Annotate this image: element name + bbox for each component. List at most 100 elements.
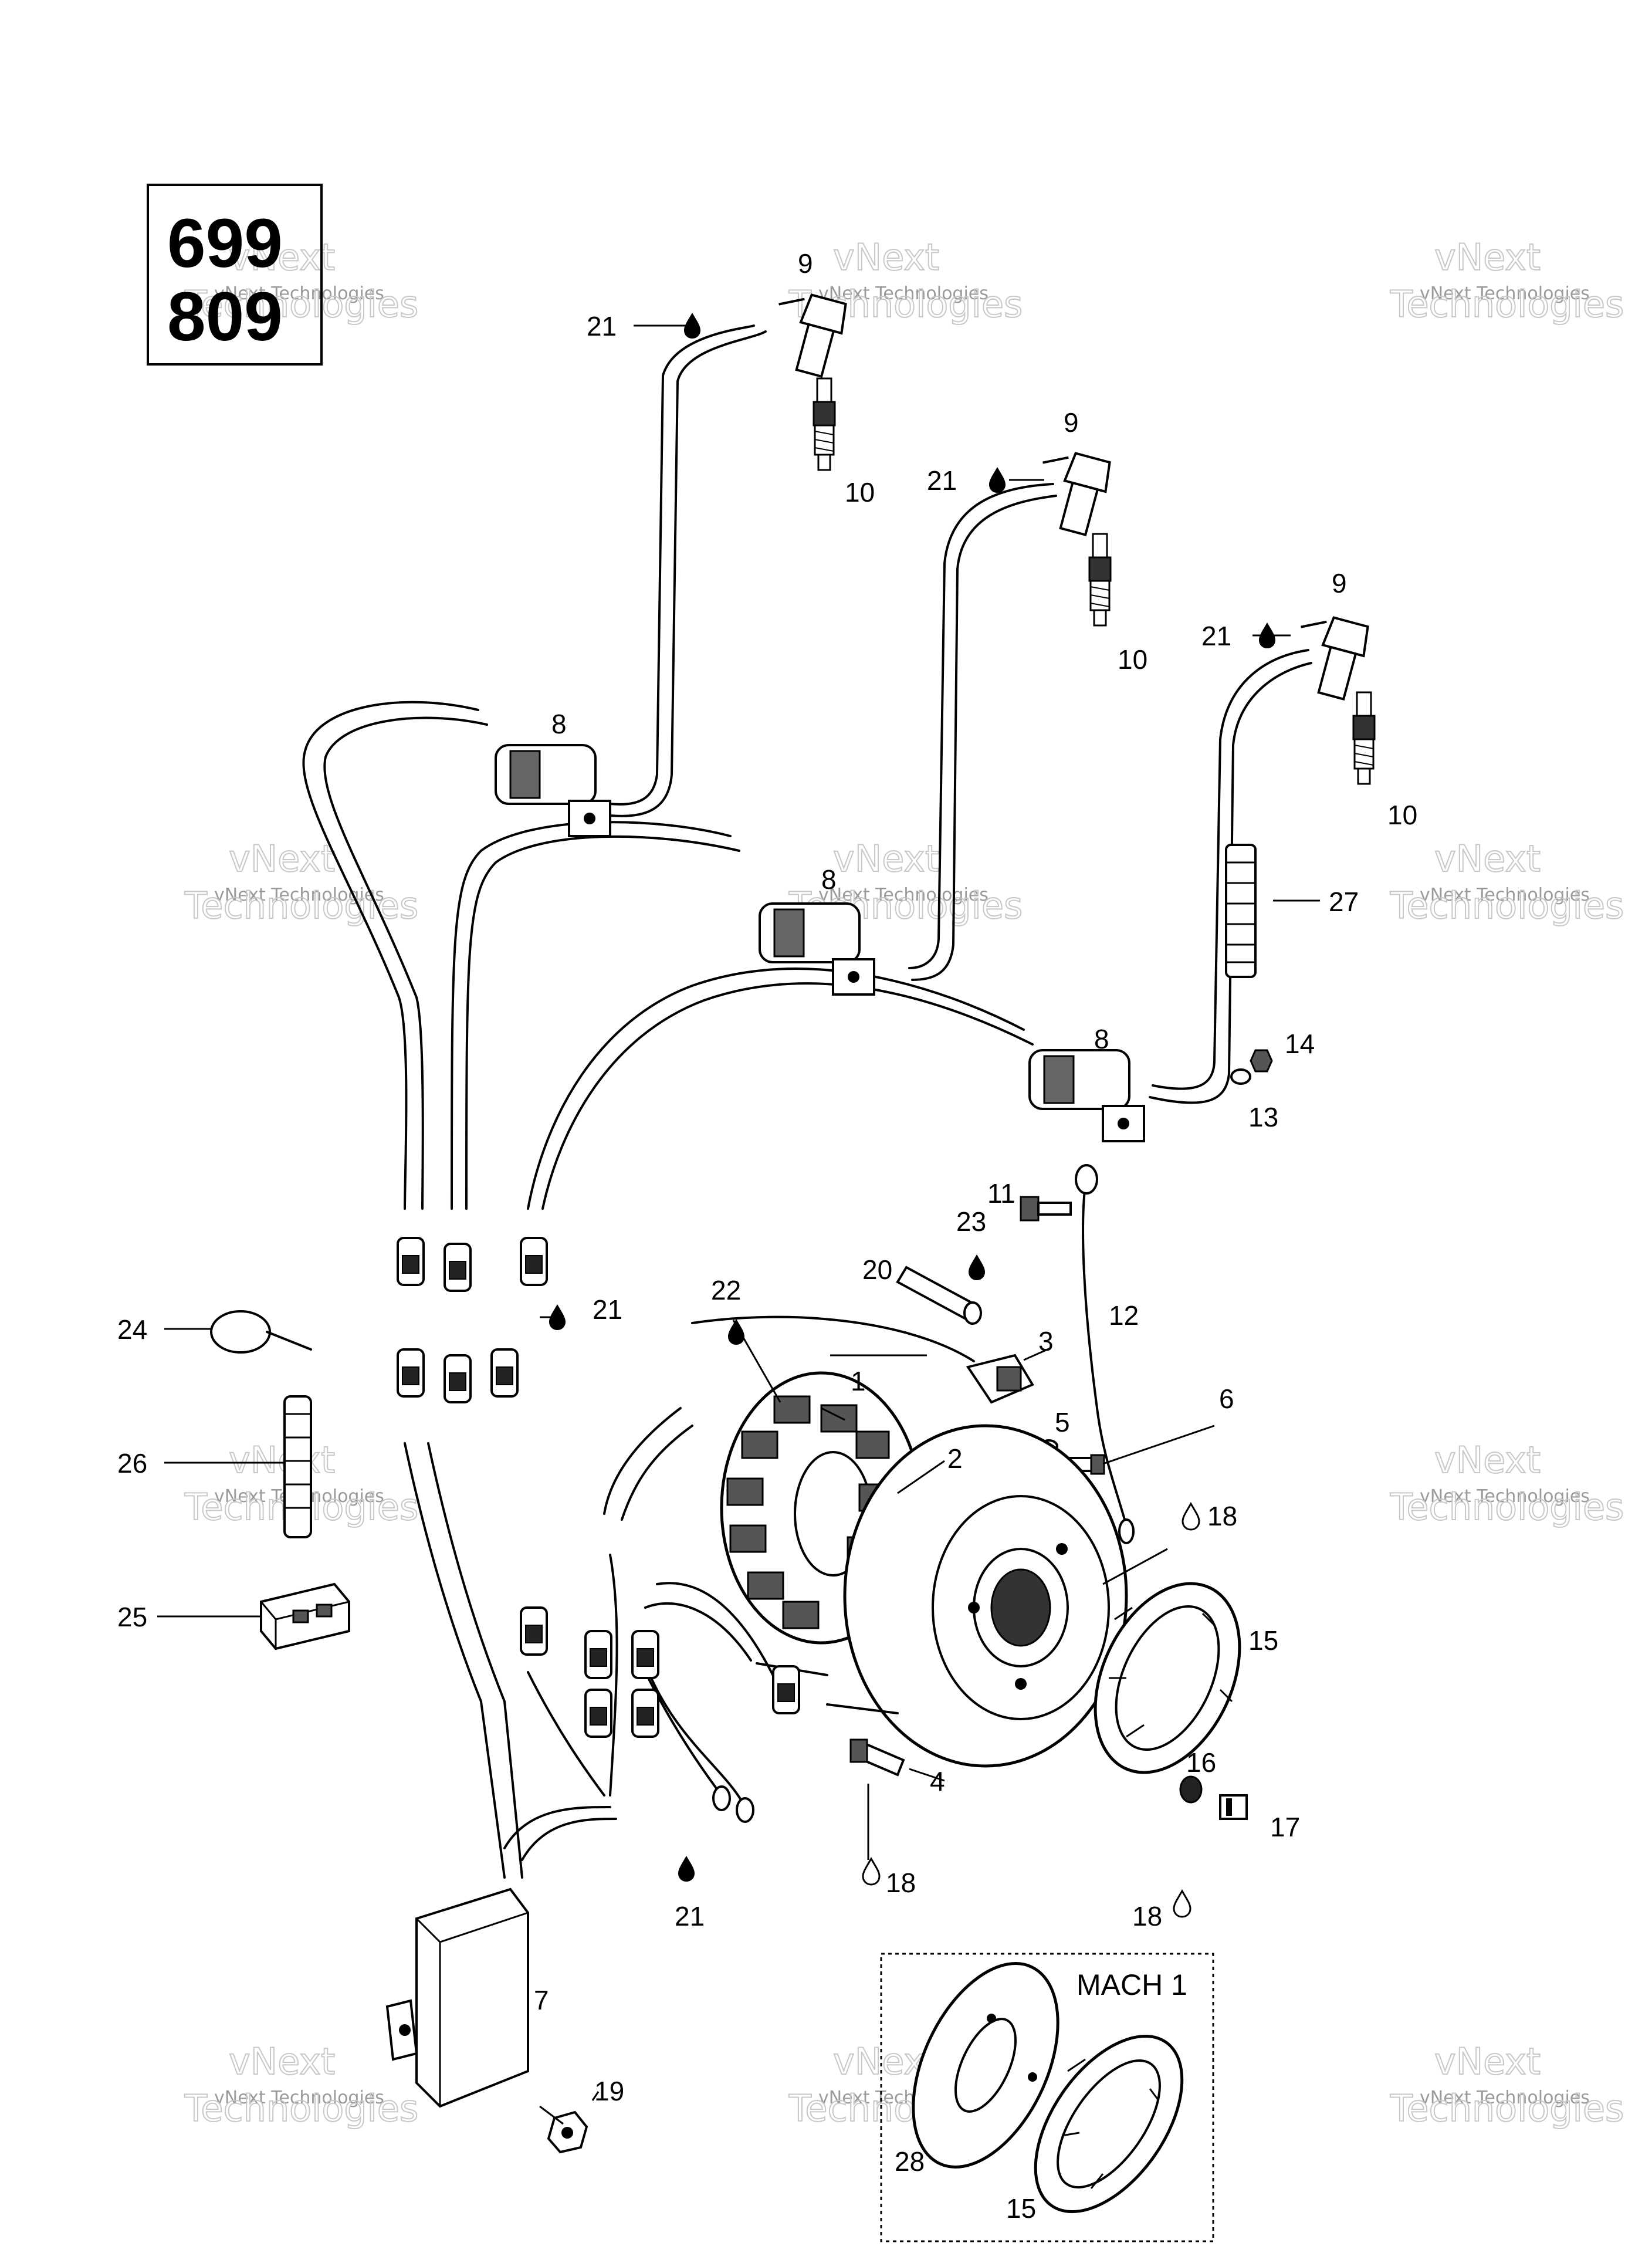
cable-tie	[210, 1310, 312, 1354]
callout-18: 18	[886, 1868, 916, 1898]
callout-17: 17	[1270, 1812, 1300, 1842]
spark-plug-cap-2	[1026, 444, 1115, 539]
callout-21: 21	[587, 311, 617, 341]
ignition-coil-2	[759, 902, 875, 996]
lubricant-drop-icon	[1173, 1890, 1191, 1918]
watermark-top-right: vNext Technologies vNext Technologies	[1389, 235, 1624, 326]
nut-19	[547, 2110, 588, 2154]
callout-10: 10	[1387, 800, 1417, 830]
screw-11	[1020, 1196, 1072, 1222]
watermark-text: vNext Technologies	[818, 283, 989, 304]
harness-connector-10	[584, 1689, 612, 1738]
watermark-mid1-right: vNext Technologies vNext Technologies	[1389, 837, 1624, 928]
watermark-text: vNext	[229, 236, 335, 279]
callout-10: 10	[1118, 644, 1147, 675]
watermark-text: Technologies	[1390, 2087, 1624, 2130]
spark-plug-cable-2	[908, 483, 1054, 969]
harness-connector-8	[584, 1630, 612, 1679]
spark-plug-1	[813, 377, 836, 471]
watermark-text: vNext Technologies	[1420, 885, 1590, 905]
trigger-plate	[912, 1962, 1059, 2169]
callout-27: 27	[1329, 887, 1359, 917]
callout-13: 13	[1248, 1102, 1278, 1132]
lubricant-drop-icon	[549, 1304, 566, 1330]
watermark-text: vNext Technologies	[214, 283, 384, 304]
callout-20: 20	[862, 1254, 892, 1285]
watermark-text: vNext Technologies	[214, 2088, 384, 2108]
model-number-box: 699 809	[147, 184, 323, 366]
harness-connector-5	[444, 1354, 472, 1403]
callout-23: 23	[956, 1206, 986, 1237]
lubricant-drop-icon	[969, 1254, 985, 1280]
watermark-text: vNext	[229, 2040, 335, 2083]
callout-9: 9	[1332, 568, 1347, 598]
callout-8: 8	[821, 864, 837, 895]
washer-16	[1179, 1775, 1203, 1804]
coil-lead-3-outer	[541, 982, 1034, 1210]
callout-7: 7	[534, 1985, 549, 2015]
callouts: 9 21 10 9 21 10 9 21 10 8 8 8 27 14 13 1…	[117, 248, 1417, 2224]
watermark-text: vNext	[229, 1439, 335, 1481]
lubricant-drop-icon	[728, 1319, 744, 1345]
watermark-text: Technologies	[1390, 884, 1624, 927]
watermark-bottom-left: vNext Technologies vNext Technologies	[184, 2039, 419, 2130]
lubricant-drop-icon	[678, 1856, 695, 1882]
spark-plug-cable-1	[609, 324, 755, 806]
callout-19: 19	[594, 2076, 624, 2106]
screw-4	[849, 1738, 905, 1860]
coil-lead-1	[302, 701, 479, 1210]
lubricant-drop-icon	[1259, 623, 1275, 648]
callout-1: 1	[851, 1366, 866, 1396]
callout-15: 15	[1248, 1625, 1278, 1656]
mach1-starter-cup	[1034, 2034, 1184, 2214]
spark-plug-3	[1352, 691, 1376, 785]
watermark-text: vNext Technologies	[1420, 283, 1590, 304]
spark-plug-cable-1-outer	[609, 330, 767, 817]
callout-6: 6	[1219, 1383, 1234, 1414]
callout-14: 14	[1285, 1029, 1315, 1059]
lubricant-drop-icon	[989, 467, 1006, 493]
callout-11: 11	[987, 1178, 1015, 1209]
callout-18: 18	[1132, 1901, 1162, 1931]
callout-25: 25	[117, 1602, 147, 1632]
callout-10: 10	[845, 477, 875, 508]
lock-washer	[1230, 1068, 1251, 1085]
watermarks: vNext Technologies vNext Technologies vN…	[184, 235, 1624, 2130]
watermark-text: vNext	[1434, 2040, 1541, 2083]
callout-5: 5	[1055, 1407, 1070, 1437]
watermark-text: vNext	[1434, 837, 1541, 880]
cdi-module	[385, 1887, 529, 2108]
model-number-699: 699	[167, 205, 283, 282]
callout-21: 21	[593, 1294, 622, 1325]
watermark-text: vNext Technologies	[818, 885, 989, 905]
lubricant-drop-icon	[684, 313, 700, 339]
coil-lead-2-outer	[465, 835, 740, 1210]
coil-lead-2	[451, 821, 732, 1210]
callout-18: 18	[1207, 1501, 1237, 1531]
harness-connector-6	[490, 1348, 519, 1398]
spark-plug-cable-3-outer	[1149, 662, 1312, 1104]
watermark-text: vNext Technologies	[1420, 2088, 1590, 2108]
harness-connector-9	[631, 1630, 659, 1679]
watermark-text: Technologies	[184, 283, 418, 326]
callout-3: 3	[1038, 1326, 1054, 1356]
watermark-text: vNext	[833, 837, 939, 880]
harness-connector-4	[397, 1348, 425, 1398]
callout-16: 16	[1186, 1747, 1216, 1778]
ignition-coil-1	[495, 744, 611, 837]
watermark-text: vNext	[833, 236, 939, 279]
coil-lead-3	[527, 967, 1025, 1210]
inset-title: MACH 1	[1076, 1968, 1187, 2001]
spark-plug-2	[1088, 533, 1112, 627]
harness-connector-2	[444, 1243, 472, 1292]
callout-8: 8	[1094, 1024, 1109, 1054]
spark-plug-cap-3	[1284, 608, 1373, 703]
connector-housing	[260, 1582, 350, 1650]
flywheel-nut	[1219, 1794, 1248, 1820]
protective-sleeve	[1225, 844, 1257, 978]
watermark-text: Technologies	[184, 2087, 418, 2130]
callout-4: 4	[930, 1766, 945, 1797]
harness-connector-11	[631, 1689, 659, 1738]
watermark-text: Technologies	[184, 884, 418, 927]
